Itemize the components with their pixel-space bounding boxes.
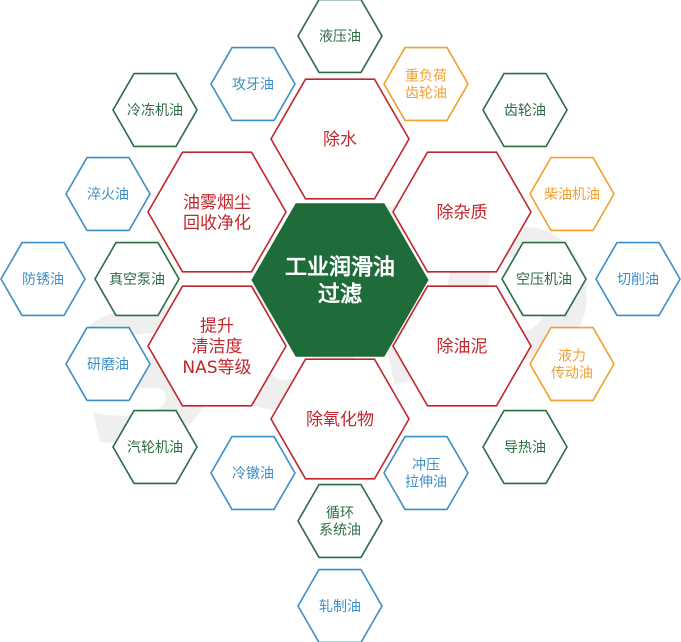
function-mist-label: 回收净化 xyxy=(183,214,251,234)
oil-aircomp-label: 空压机油 xyxy=(516,272,572,288)
oil-hex-vacuum-shape xyxy=(94,241,180,317)
oil-hex-aircomp: 空压机油 xyxy=(501,241,587,317)
oil-hex-cutting: 切削油 xyxy=(595,241,681,317)
oil-refrigerant-label: 冷冻机油 xyxy=(127,102,183,119)
oil-tapping-label: 攻牙油 xyxy=(232,77,274,93)
oil-heavy-gear-label: 齿轮油 xyxy=(405,86,447,102)
oil-hex-heat: 导热油 xyxy=(482,409,568,485)
function-cleanliness-label: NAS等级 xyxy=(182,358,251,378)
function-hex-sludge: 除油泥 xyxy=(392,285,532,407)
oil-hex-vacuum: 真空泵油 xyxy=(94,241,180,317)
oil-hex-hydraulic-shape xyxy=(297,0,383,74)
oil-hex-grinding-shape xyxy=(65,326,151,402)
oil-hex-diesel-shape xyxy=(529,156,615,232)
function-cleanliness-label: 提升 xyxy=(200,316,234,336)
function-cleanliness-label: 清洁度 xyxy=(192,337,243,357)
oil-hex-turbine-shape xyxy=(112,409,198,485)
oil-turbine-label: 汽轮机油 xyxy=(127,440,183,456)
oil-diesel-label: 柴油机油 xyxy=(544,187,600,203)
function-hex-cleanliness-shape xyxy=(147,285,287,407)
oil-fluid-trans-label: 传动油 xyxy=(551,366,593,382)
oil-hex-antirust-shape xyxy=(0,241,86,317)
oil-antirust-label: 防锈油 xyxy=(22,272,64,288)
function-hex-oxide: 除氧化物 xyxy=(270,358,410,480)
oil-hydraulic-label: 液压油 xyxy=(319,29,361,45)
oil-hex-tapping-shape xyxy=(210,46,296,122)
oil-hex-diesel: 柴油机油 xyxy=(529,156,615,232)
oil-vacuum-label: 真空泵油 xyxy=(109,272,165,288)
oil-heavy-gear-label: 重负荷 xyxy=(405,69,447,85)
oil-hex-turbine: 汽轮机油 xyxy=(112,409,198,485)
oil-hex-heat-shape xyxy=(482,409,568,485)
oil-stamping-label: 拉伸油 xyxy=(405,475,447,491)
oil-hex-rolling: 轧制油 xyxy=(297,568,383,642)
oil-hex-tapping: 攻牙油 xyxy=(210,46,296,122)
function-sludge-label: 除油泥 xyxy=(437,337,488,357)
center-hex-shape xyxy=(251,203,429,357)
center-title-label: 工业润滑油 xyxy=(285,255,395,281)
oil-hex-rolling-shape xyxy=(297,568,383,642)
oil-hex-fluid-trans-shape xyxy=(529,326,615,402)
function-impurity-label: 除杂质 xyxy=(437,203,488,223)
function-hex-water-shape xyxy=(270,78,410,200)
oil-cutting-label: 切削油 xyxy=(617,272,659,288)
oil-hex-hydraulic: 液压油 xyxy=(297,0,383,74)
function-mist-label: 油雾烟尘 xyxy=(183,193,251,213)
oil-hex-gear-shape xyxy=(482,72,568,148)
oil-hex-stamping-shape xyxy=(383,435,469,511)
oil-gear-label: 齿轮油 xyxy=(504,103,546,119)
oil-hex-gear: 齿轮油 xyxy=(482,72,568,148)
oil-hex-circulating-shape xyxy=(297,483,383,559)
oil-quench-label: 淬火油 xyxy=(87,187,129,203)
oil-hex-cutting-shape xyxy=(595,241,681,317)
function-hex-mist-shape xyxy=(147,151,287,273)
function-hex-sludge-shape xyxy=(392,285,532,407)
oil-grinding-label: 研磨油 xyxy=(87,357,129,373)
oil-hex-antirust: 防锈油 xyxy=(0,241,86,317)
oil-heat-label: 导热油 xyxy=(504,440,546,456)
oil-hex-cold-heading-shape xyxy=(210,435,296,511)
oil-fluid-trans-label: 液力 xyxy=(558,349,586,365)
function-hex-impurity-shape xyxy=(392,151,532,273)
oil-hex-refrigerant: 冷冻机油 xyxy=(112,72,198,148)
oil-stamping-label: 冲压 xyxy=(412,458,440,474)
oil-hex-quench: 淬火油 xyxy=(65,156,151,232)
oil-hex-heavy-gear-shape xyxy=(383,46,469,122)
oil-circulating-label: 系统油 xyxy=(319,523,361,539)
function-water-label: 除水 xyxy=(323,130,357,150)
function-hex-water: 除水 xyxy=(270,78,410,200)
oil-hex-grinding: 研磨油 xyxy=(65,326,151,402)
oil-hex-aircomp-shape xyxy=(501,241,587,317)
center-title-label: 过滤 xyxy=(318,282,362,307)
oil-cold-heading-label: 冷镦油 xyxy=(232,465,274,482)
oil-hex-refrigerant-shape xyxy=(112,72,198,148)
function-oxide-label: 除氧化物 xyxy=(306,410,374,430)
oil-hex-quench-shape xyxy=(65,156,151,232)
function-hex-oxide-shape xyxy=(270,358,410,480)
oil-hex-cold-heading: 冷镦油 xyxy=(210,435,296,511)
oil-rolling-label: 轧制油 xyxy=(319,599,361,615)
function-hex-impurity: 除杂质 xyxy=(392,151,532,273)
oil-circulating-label: 循环 xyxy=(326,506,354,522)
